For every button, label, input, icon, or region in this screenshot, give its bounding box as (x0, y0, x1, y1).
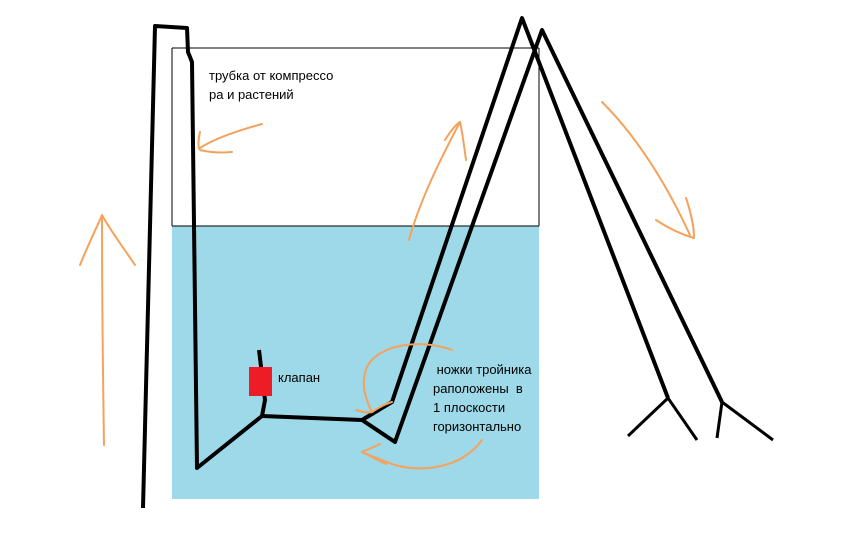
valve-label: клапан (278, 370, 321, 385)
water (172, 226, 539, 499)
down-arrow-right (601, 101, 691, 236)
up-arrow-left (101, 214, 105, 446)
connector-pipe (261, 414, 363, 422)
tee-arrow-upper-head (355, 401, 393, 414)
tee-label: ножки тройника раположены в 1 плоскости … (433, 360, 531, 436)
compressor-tube-label-line-1: трубка от компрессо (209, 68, 334, 83)
fork-2 (715, 399, 774, 442)
fork-1 (626, 395, 699, 441)
arrow-into-tube-head (197, 131, 233, 154)
tee-label-line-3: 1 плоскости (433, 400, 506, 415)
arrow-into-tube (199, 123, 263, 149)
compressor-tube-label: трубка от компрессо ра и растений (209, 66, 333, 104)
tee-label-line-1: ножки тройника (433, 362, 532, 377)
up-arrow-tee (408, 121, 461, 241)
tee-arrow-upper (362, 343, 453, 413)
tee-label-line-4: горизонтально (433, 419, 522, 434)
tee-leg-2 (360, 28, 724, 444)
compressor-tube (141, 24, 267, 509)
tee-label-line-2: раположены в (433, 381, 523, 396)
valve (249, 367, 272, 396)
tee-arrow-lower-head (361, 443, 387, 465)
tee-leg-1 (360, 16, 670, 422)
compressor-tube-label-line-2: ра и растений (209, 87, 294, 102)
up-arrow-tee-head (444, 121, 467, 161)
down-arrow-right-head (655, 197, 695, 239)
up-arrow-left-head (79, 214, 136, 266)
